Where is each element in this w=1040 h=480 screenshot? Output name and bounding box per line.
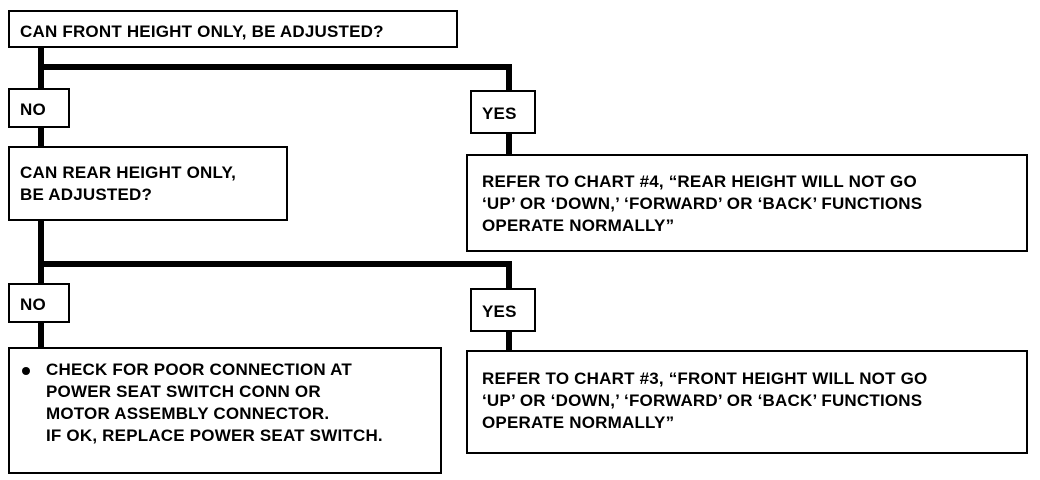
- question-rear-height-line-2: BE ADJUSTED?: [20, 185, 153, 205]
- bullet-icon: [22, 367, 30, 375]
- yes-label-1: YES: [470, 90, 536, 134]
- action-check-connection-box: CHECK FOR POOR CONNECTION AT POWER SEAT …: [8, 347, 442, 474]
- result-chart-4-line-2: ‘UP’ OR ‘DOWN,’ ‘FORWARD’ OR ‘BACK’ FUNC…: [482, 194, 923, 214]
- question-front-height-text: CAN FRONT HEIGHT ONLY, BE ADJUSTED?: [20, 22, 384, 41]
- action-line-4: IF OK, REPLACE POWER SEAT SWITCH.: [46, 426, 383, 446]
- no-label-2: NO: [8, 283, 70, 323]
- connector-no2-to-action: [38, 321, 44, 349]
- connector-yes2-to-result: [506, 330, 512, 352]
- action-line-2: POWER SEAT SWITCH CONN OR: [46, 382, 321, 402]
- connector-branch2-yes-down: [506, 261, 512, 290]
- connector-branch1-yes-down: [506, 64, 512, 92]
- result-chart-3-box: REFER TO CHART #3, “FRONT HEIGHT WILL NO…: [466, 350, 1028, 454]
- result-chart-4-box: REFER TO CHART #4, “REAR HEIGHT WILL NOT…: [466, 154, 1028, 252]
- result-chart-3-line-1: REFER TO CHART #3, “FRONT HEIGHT WILL NO…: [482, 369, 928, 388]
- result-chart-3-line-2: ‘UP’ OR ‘DOWN,’ ‘FORWARD’ OR ‘BACK’ FUNC…: [482, 391, 923, 411]
- connector-branch2-horizontal: [38, 261, 512, 267]
- question-rear-height-box: CAN REAR HEIGHT ONLY, BE ADJUSTED?: [8, 146, 288, 221]
- question-rear-height-line-1: CAN REAR HEIGHT ONLY,: [20, 163, 237, 182]
- action-line-1: CHECK FOR POOR CONNECTION AT: [46, 360, 352, 379]
- connector-branch1-horizontal: [38, 64, 512, 70]
- result-chart-4-line-3: OPERATE NORMALLY”: [482, 216, 675, 236]
- connector-q2-down: [38, 219, 44, 283]
- result-chart-3-line-3: OPERATE NORMALLY”: [482, 413, 675, 433]
- action-line-3: MOTOR ASSEMBLY CONNECTOR.: [46, 404, 330, 424]
- yes-label-2: YES: [470, 288, 536, 332]
- result-chart-4-line-1: REFER TO CHART #4, “REAR HEIGHT WILL NOT…: [482, 172, 917, 191]
- connector-no1-to-q2: [38, 126, 44, 148]
- connector-yes1-to-result: [506, 132, 512, 156]
- action-check-connection-text: CHECK FOR POOR CONNECTION AT POWER SEAT …: [46, 359, 383, 447]
- no-label-1: NO: [8, 88, 70, 128]
- question-front-height-box: CAN FRONT HEIGHT ONLY, BE ADJUSTED?: [8, 10, 458, 48]
